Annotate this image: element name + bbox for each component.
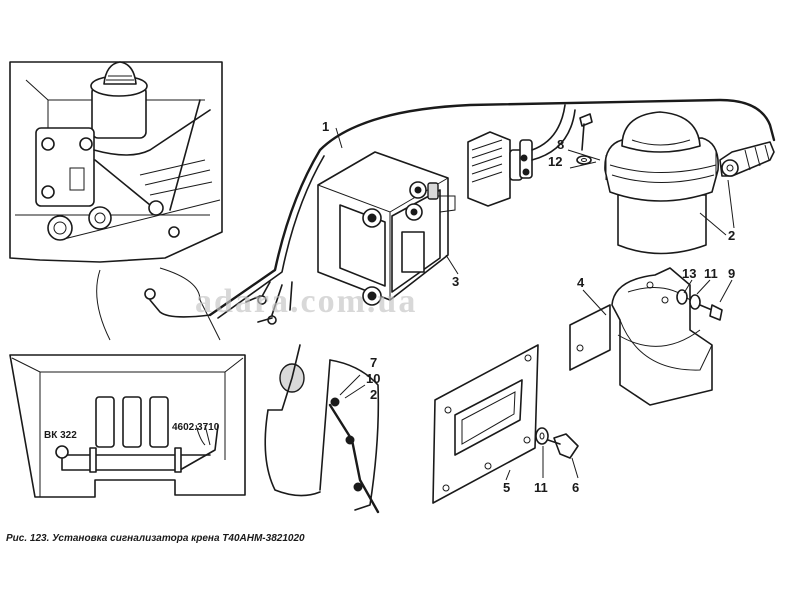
callout-2-clamp: 2 [370, 387, 377, 402]
junction-box-label: 4602.3710 [172, 422, 220, 433]
callout-10: 10 [366, 371, 380, 386]
bolt-set-right [676, 289, 723, 321]
callout-8: 8 [557, 137, 564, 152]
mounting-bracket [569, 267, 713, 406]
callout-6: 6 [572, 480, 579, 495]
callout-11-right: 11 [704, 266, 718, 281]
relay-unit [317, 151, 456, 306]
bolt-and-washer-top [567, 113, 601, 169]
figure-caption: Рис. 123. Установка сигнализатора крена … [6, 533, 305, 544]
callout-13: 13 [682, 266, 696, 281]
harness-cable [144, 98, 776, 325]
inset-leader [96, 267, 221, 341]
callout-2-signaller: 2 [728, 228, 735, 243]
callout-3: 3 [452, 274, 459, 289]
switch-label: ВК 322 [44, 430, 77, 441]
inset-dashboard-view [9, 354, 246, 498]
tilt-signaller [604, 111, 775, 255]
callout-4: 4 [577, 275, 585, 290]
callout-12: 12 [548, 154, 562, 169]
callout-5: 5 [503, 480, 510, 495]
callout-7: 7 [370, 355, 377, 370]
callout-9: 9 [728, 266, 735, 281]
cable-clamp-detail [264, 344, 380, 514]
plug-connector [467, 104, 576, 207]
bolt-set-bottom [535, 427, 579, 459]
callout-leaders [335, 127, 735, 481]
callout-numbers: 1 2 3 4 5 6 7 8 9 10 2 11 11 12 13 [322, 119, 735, 495]
callout-1: 1 [322, 119, 329, 134]
callout-11-bottom: 11 [534, 480, 548, 495]
inset-mounting-view [9, 61, 223, 263]
watermark: adara.com.ua [195, 283, 417, 320]
gasket-plate [432, 344, 539, 504]
